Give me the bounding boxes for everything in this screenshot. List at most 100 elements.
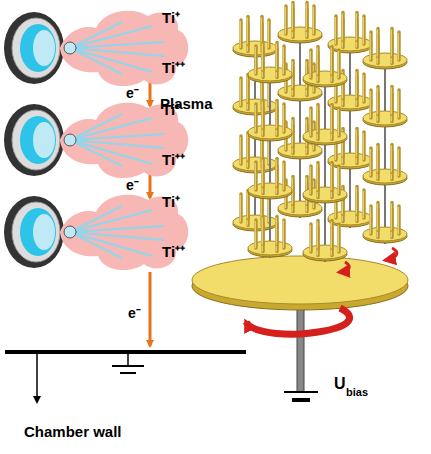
stroke	[338, 51, 339, 78]
rod	[324, 72, 326, 262]
substrate-pin	[369, 206, 373, 234]
substrate-pin	[291, 3, 295, 31]
substrate-pin	[390, 145, 394, 173]
electron-arrow	[149, 82, 152, 106]
stroke	[317, 222, 318, 249]
ion-label: Ti⁺⁺	[162, 244, 185, 261]
rotation-arrow	[386, 248, 397, 260]
stroke	[276, 102, 277, 129]
stroke	[255, 163, 256, 190]
ion-ray	[70, 114, 122, 140]
stroke	[292, 4, 293, 31]
substrate-pin	[261, 217, 265, 245]
stroke	[33, 122, 55, 158]
ion-label: Ti⁺	[162, 10, 180, 27]
stroke	[342, 14, 343, 41]
plasma-label: Plasma	[160, 96, 213, 113]
stroke	[391, 30, 392, 57]
stroke	[12, 18, 60, 78]
substrate-pin	[309, 50, 313, 78]
stroke	[262, 218, 263, 245]
stroke	[391, 88, 392, 115]
stroke	[370, 91, 371, 118]
electron-label: e⁻	[128, 306, 141, 321]
bias-symbol	[284, 391, 318, 393]
wall-label: Chamber wall	[24, 424, 122, 441]
stroke	[331, 222, 332, 249]
electron-arrow	[149, 272, 152, 346]
stroke	[276, 218, 277, 245]
arc-spot	[64, 226, 76, 238]
stroke	[20, 208, 56, 256]
substrate-pin	[330, 47, 334, 75]
stroke	[283, 221, 284, 248]
rod	[269, 68, 271, 258]
stroke	[356, 188, 357, 215]
substrate-pin	[355, 71, 359, 99]
substrate-pin	[390, 29, 394, 57]
substrate-pin	[376, 29, 380, 57]
substrate-pin	[362, 74, 366, 102]
ion-ray	[70, 42, 164, 48]
stroke	[12, 202, 60, 262]
stroke	[356, 130, 357, 157]
stroke	[268, 21, 269, 48]
substrate-pin	[390, 87, 394, 115]
stroke	[331, 48, 332, 75]
stroke	[398, 91, 399, 118]
electron-label: e⁻	[126, 178, 139, 193]
substrate-pin	[239, 78, 243, 106]
wall-arrow	[36, 354, 38, 402]
stroke	[377, 146, 378, 173]
substrate-pin	[337, 50, 341, 78]
substrate-pin	[260, 17, 264, 45]
substrate-pin	[275, 217, 279, 245]
stroke	[262, 44, 263, 71]
ion-ray	[70, 48, 122, 74]
stroke	[363, 191, 364, 218]
stroke	[363, 75, 364, 102]
cloud-fill	[60, 103, 188, 178]
substrate-pin	[275, 159, 279, 187]
stroke	[276, 160, 277, 187]
stroke	[310, 167, 311, 194]
substrate-pin	[275, 43, 279, 71]
ion-ray	[70, 22, 122, 48]
substrate-pin	[355, 129, 359, 157]
stroke	[240, 137, 241, 164]
substrate-pin	[369, 32, 373, 60]
ion-label: Ti⁺⁺	[162, 60, 185, 77]
stroke	[310, 51, 311, 78]
stroke	[247, 192, 248, 219]
ion-label: Ti⁺⁺	[162, 152, 185, 169]
substrate-pin	[369, 148, 373, 176]
substrate-pin	[362, 16, 366, 44]
substrate-pin	[282, 220, 286, 248]
stroke	[262, 160, 263, 187]
bias-label: U	[334, 375, 346, 393]
substrate-pin	[254, 46, 258, 74]
substrate-pin	[397, 90, 401, 118]
rod	[299, 28, 301, 218]
substrate-pin	[337, 224, 341, 252]
rod	[349, 38, 351, 228]
stroke	[338, 109, 339, 136]
stroke	[317, 164, 318, 191]
substrate-pin	[362, 190, 366, 218]
stroke	[310, 225, 311, 252]
stroke	[283, 47, 284, 74]
stroke	[377, 88, 378, 115]
substrate-pin	[316, 221, 320, 249]
substrate-pin	[337, 108, 341, 136]
plasma-cloud: Ti⁺Ti⁺⁺	[52, 188, 202, 274]
substrate-pin	[282, 162, 286, 190]
substrate-pin	[330, 105, 334, 133]
rod	[384, 54, 386, 244]
substrate-pin	[309, 108, 313, 136]
substrate-pin	[397, 148, 401, 176]
substrate-pin	[330, 221, 334, 249]
stroke	[247, 76, 248, 103]
stroke	[240, 195, 241, 222]
arc-spot	[64, 42, 76, 54]
stroke	[331, 106, 332, 133]
